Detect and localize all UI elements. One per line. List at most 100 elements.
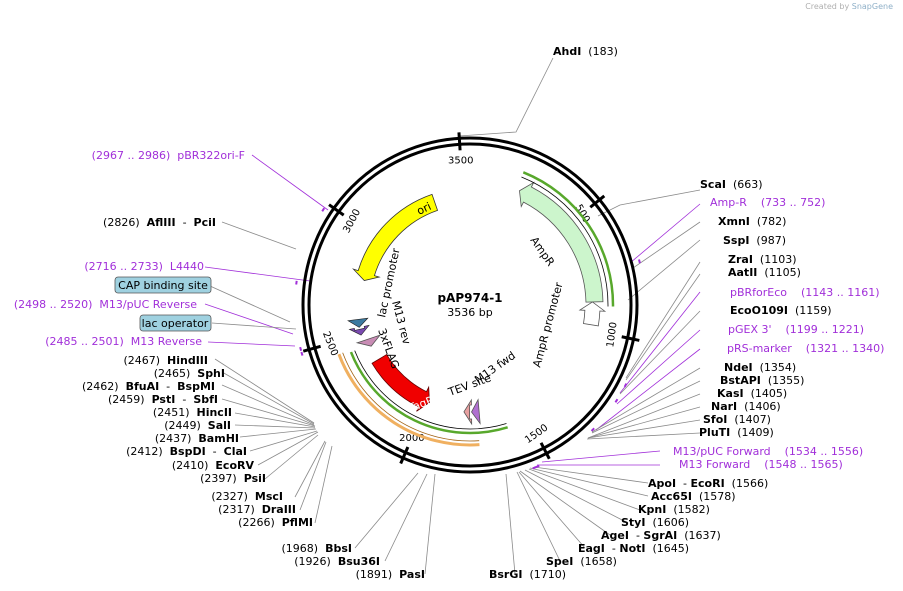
site-label: pRS-marker (1321 .. 1340) <box>727 342 884 355</box>
site-label: (2317) DraIII <box>218 503 296 516</box>
site-label: (1926) Bsu36I <box>294 555 380 568</box>
feature-tev-site-2 <box>463 398 473 426</box>
primer-mark <box>300 351 304 356</box>
site-label: Acc65I (1578) <box>651 490 736 503</box>
site-label: PluTI (1409) <box>699 426 774 439</box>
feature-m13-rev-block <box>348 324 370 336</box>
site-label: (2465) SphI <box>154 367 225 380</box>
plasmid-name: pAP974-1 <box>437 291 502 305</box>
site-label: NdeI (1354) <box>724 361 796 374</box>
svg-text:CAP binding site: CAP binding site <box>118 279 208 292</box>
site-label: NarI (1406) <box>711 400 781 413</box>
site-label: KpnI (1582) <box>638 503 710 516</box>
site-label: ScaI (663) <box>700 178 763 191</box>
site-label: (2437) BamHI <box>155 432 239 445</box>
site-label: BsrGI (1710) <box>489 568 566 581</box>
feature-arrows <box>337 171 615 447</box>
site-label: (2462) BfuAI - BspMI <box>82 380 215 393</box>
tick-label: 1500 <box>523 422 550 446</box>
site-label: SpeI (1658) <box>546 555 617 568</box>
site-label: (2266) PflMI <box>238 516 313 529</box>
feature-label-ampr: AmpR <box>528 234 558 269</box>
site-label: (2327) MscI <box>211 490 283 503</box>
site-label: (1968) BbsI <box>282 542 352 555</box>
site-label: (2410) EcoRV <box>172 459 255 472</box>
tick-label: 2000 <box>399 433 424 444</box>
backbone-outer-strand <box>301 136 639 474</box>
feature-label-m13-fwd: M13 fwd <box>472 349 518 386</box>
tick-label: 1000 <box>605 321 619 348</box>
feature-ampr-outline-inner <box>521 176 609 307</box>
site-label: ApoI - EcoRI (1566) <box>648 477 768 490</box>
primer-mark <box>299 346 303 352</box>
credit-prefix: Created by <box>805 2 850 11</box>
site-label: (2467) HindIII <box>123 354 208 367</box>
feature-tev-site <box>471 398 481 425</box>
leader-lines <box>204 57 701 575</box>
snapgene-credit: Created by SnapGene <box>805 2 893 11</box>
site-label: (2451) HincII <box>153 406 232 419</box>
site-label: StyI (1606) <box>621 516 689 529</box>
site-label: AatII (1105) <box>728 266 801 279</box>
feature-lac-operator-block <box>347 317 369 328</box>
plasmid-size: 3536 bp <box>447 306 492 319</box>
tick-mark <box>399 446 410 465</box>
primer-mark <box>535 464 540 469</box>
site-label: (2459) PstI - SbfI <box>108 393 218 406</box>
site-label: ZraI (1103) <box>728 253 797 266</box>
primer-marks <box>295 207 641 470</box>
site-label: pGEX 3' (1199 .. 1221) <box>728 323 864 336</box>
site-label: XmnI (782) <box>718 215 786 228</box>
tick-mark <box>457 132 462 151</box>
site-label: (2498 .. 2520) M13/pUC Reverse <box>14 298 197 311</box>
svg-text:lac operator: lac operator <box>142 317 209 330</box>
site-label: (2397) PsiI <box>200 472 266 485</box>
site-label: Amp-R (733 .. 752) <box>710 196 825 209</box>
primer-mark <box>614 398 619 403</box>
tick-label: 3500 <box>448 155 473 166</box>
tick-label: 500 <box>573 203 592 225</box>
site-label: EcoO109I (1159) <box>730 304 832 317</box>
primer-mark <box>321 207 326 212</box>
site-label: M13/pUC Forward (1534 .. 1556) <box>673 445 863 458</box>
primer-mark <box>532 466 537 470</box>
site-label: (2716 .. 2733) L4440 <box>84 260 204 273</box>
feature-orange-arc <box>337 353 480 447</box>
primer-mark <box>590 427 595 432</box>
feature-3xflag <box>355 334 382 347</box>
site-label: BstAPI (1355) <box>720 374 804 387</box>
backbone <box>301 136 639 474</box>
feature-orange-arc-inner <box>342 352 480 442</box>
tick-mark <box>328 203 345 217</box>
tick-mark <box>539 442 551 460</box>
site-label: (2449) SalI <box>164 419 231 432</box>
site-label: SspI (987) <box>723 234 786 247</box>
site-label: (2967 .. 2986) pBR322ori-F <box>92 149 245 162</box>
feature-ampr <box>519 181 604 303</box>
feature-tagrfp <box>371 354 430 412</box>
feature-label-ori: ori <box>415 200 433 218</box>
tick-mark <box>589 194 606 209</box>
tick-mark <box>621 335 640 342</box>
site-label: KasI (1405) <box>717 387 787 400</box>
site-label: pBRforEco (1143 .. 1161) <box>730 286 880 299</box>
feature-insert-green-arc-inner <box>354 350 507 430</box>
feature-label-ampr-promoter: AmpR promoter <box>530 281 565 369</box>
site-label: M13 Forward (1548 .. 1565) <box>679 458 843 471</box>
site-label: EagI - NotI (1645) <box>578 542 689 555</box>
primer-mark <box>623 383 628 388</box>
tick-mark <box>302 344 322 353</box>
primer-mark <box>638 259 641 264</box>
feature-ampr-outline <box>522 171 615 307</box>
feature-insert-green-arc <box>349 351 509 435</box>
site-label: (2412) BspDI - ClaI <box>126 445 247 458</box>
feature-ampr-promoter <box>578 301 607 327</box>
tick-label: 3000 <box>341 207 363 235</box>
site-label: (1891) PasI <box>356 568 425 581</box>
credit-brand: SnapGene <box>851 2 893 11</box>
boxed-label-cap-binding-site: CAP binding site <box>114 276 212 294</box>
backbone-inner-strand <box>307 142 633 468</box>
site-label: (2485 .. 2501) M13 Reverse <box>45 335 202 348</box>
site-label: SfoI (1407) <box>703 413 771 426</box>
